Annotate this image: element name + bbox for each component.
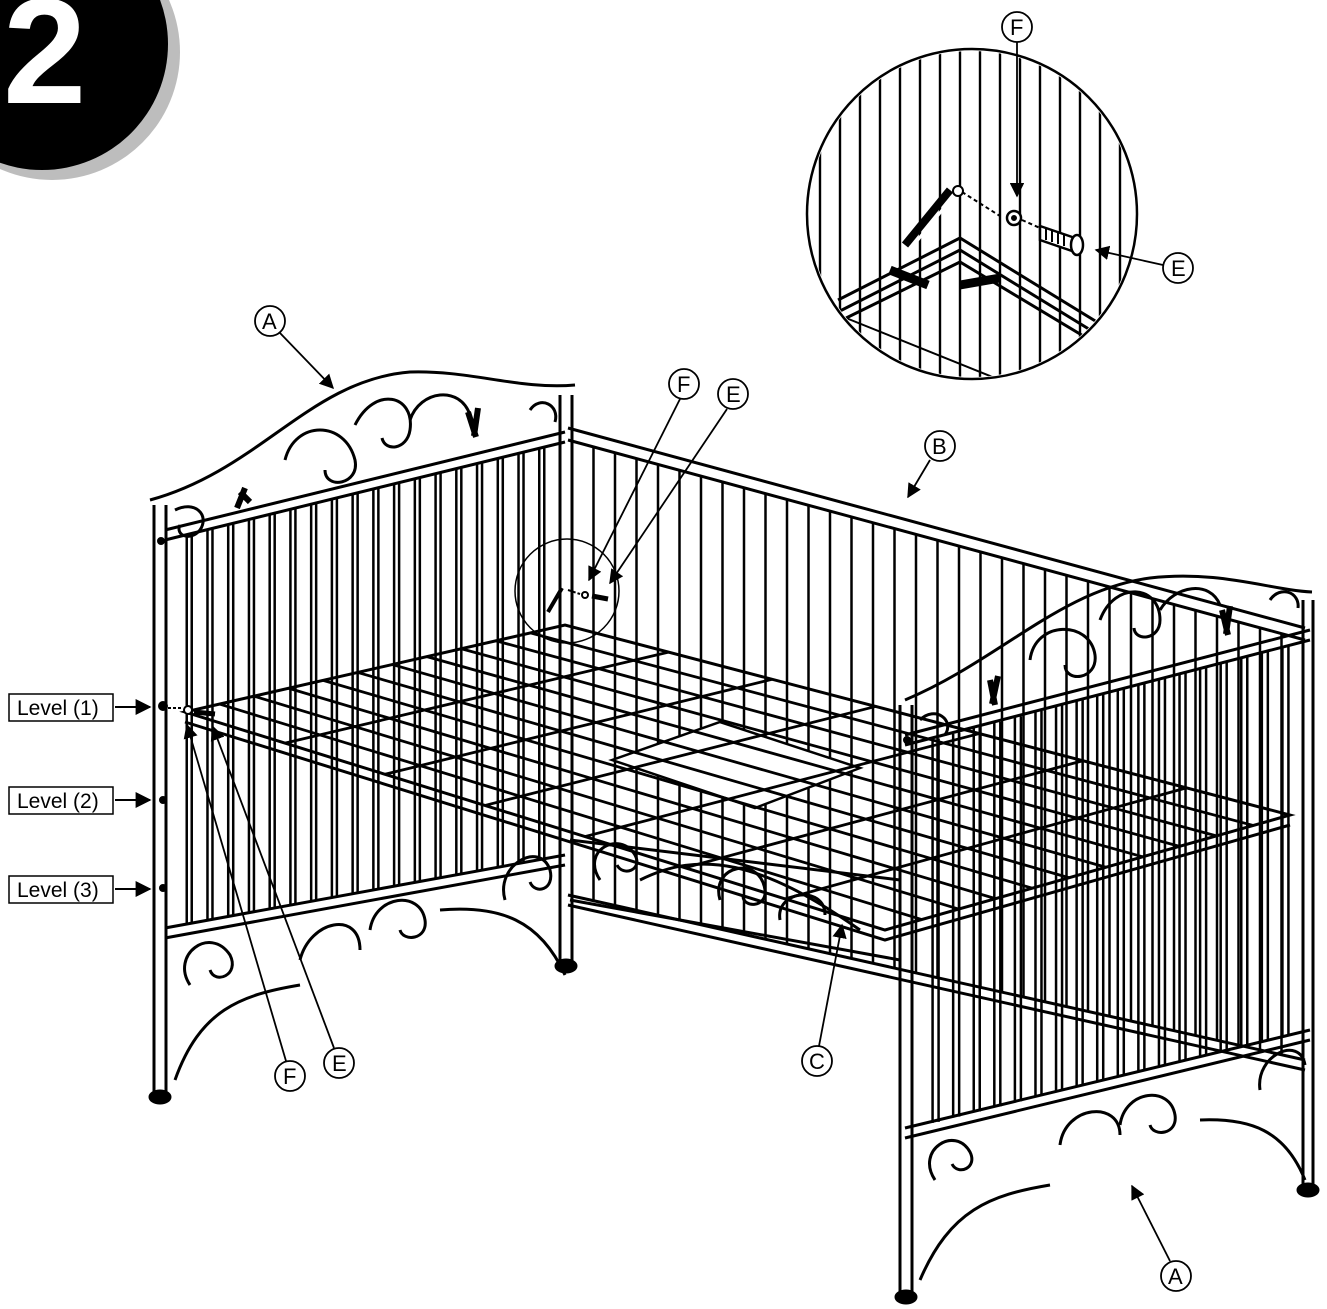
spring-grid-line: [253, 694, 960, 911]
step-number: 2: [3, 0, 86, 135]
spring-grid-line: [460, 647, 1180, 848]
callout-b: B: [932, 434, 947, 459]
spring-grid-line: [530, 631, 1254, 827]
spring-grid-line: [322, 679, 1033, 890]
hardware-mid: [514, 538, 620, 644]
footboard-right: [894, 574, 1320, 1305]
detail-bolt-head-icon: [952, 185, 964, 197]
spring-grid-line: [288, 686, 996, 900]
callout-f-mid: F: [677, 372, 690, 397]
spring-grid-line: [384, 677, 773, 776]
spring-grid-line: [584, 732, 980, 838]
callout-f-detail: F: [1010, 15, 1023, 40]
step-badge: 2: [0, 0, 180, 180]
callout-c: C: [809, 1049, 825, 1074]
hardware-left: [157, 537, 911, 892]
callout-e-detail: E: [1171, 256, 1186, 281]
level-3-label: Level (3): [8, 875, 152, 904]
level-1-label: Level (1): [8, 693, 152, 722]
callout-a-bottom: A: [1168, 1264, 1183, 1289]
callout-labels: A A B C F E F E F E: [262, 15, 1186, 1289]
callout-e-left: E: [332, 1051, 347, 1076]
callout-e-mid: E: [726, 382, 741, 407]
level-1-text: Level (1): [17, 697, 99, 720]
spring-grid-line: [484, 705, 877, 807]
spring-grid-line: [784, 786, 1187, 901]
level-labels: Level (1) Level (2) Level (3): [8, 693, 152, 904]
spring-grid-line: [357, 671, 1070, 880]
spring-grid-line: [219, 702, 923, 921]
level-2-label: Level (2): [8, 786, 152, 815]
level-3-text: Level (3): [17, 879, 99, 902]
spring-grid-line: [426, 655, 1144, 859]
spring-grid-line: [684, 759, 1084, 870]
callout-a-top: A: [262, 309, 277, 334]
detail-magnifier: [805, 47, 1139, 381]
spring-grid-line: [284, 650, 669, 745]
crib-frame: [148, 370, 1320, 1305]
spring-grid-line: [391, 663, 1107, 869]
callouts: [183, 11, 1194, 1292]
callout-f-left: F: [283, 1064, 296, 1089]
spring-grid-line: [495, 639, 1217, 838]
level-2-text: Level (2): [17, 790, 99, 813]
headboard-left: [148, 370, 578, 1105]
